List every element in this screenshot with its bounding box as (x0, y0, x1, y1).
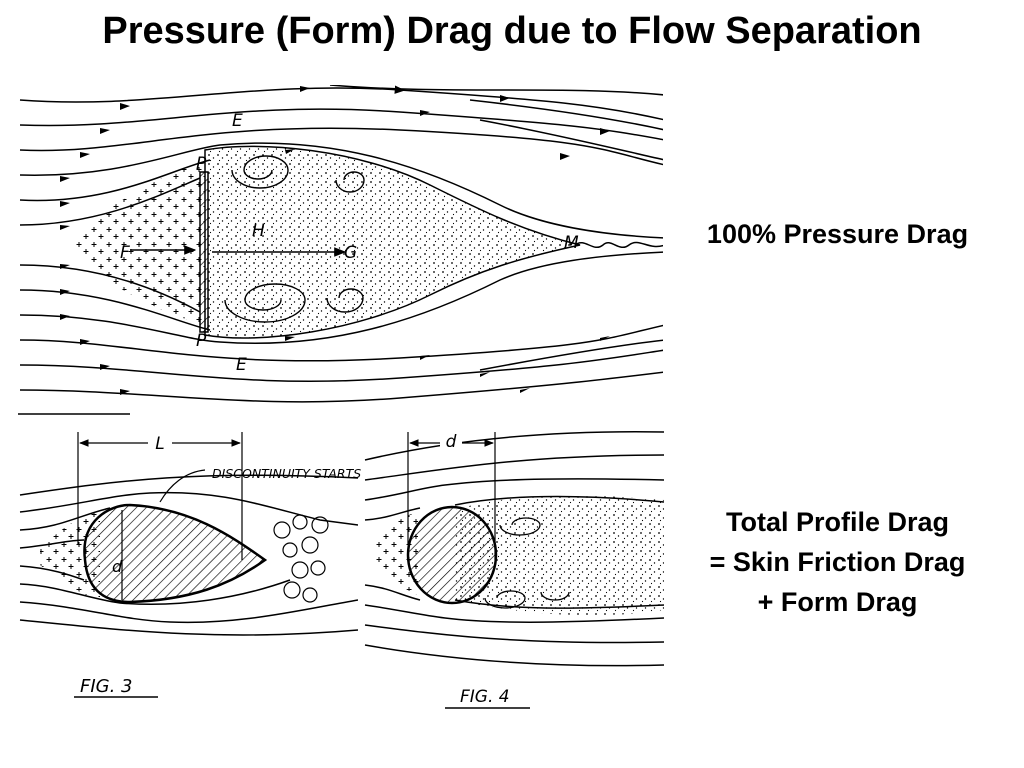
lower-streamlines (19, 251, 663, 403)
fig3-wake-eddies (273, 514, 329, 603)
fig4-streamlines (364, 431, 664, 667)
fig4-dimension-label: d (446, 432, 457, 452)
cylinder (406, 505, 498, 605)
fig3-name: FIG. 3 (80, 676, 133, 697)
label-p-bottom: P (196, 331, 207, 351)
fig4-figure (364, 431, 664, 667)
fig3-figure: d (19, 432, 358, 636)
label-e-top: E (232, 111, 243, 131)
caption-profile-drag: Total Profile Drag = Skin Friction Drag … (670, 502, 1005, 622)
caption-line-2: = Skin Friction Drag (709, 547, 966, 577)
label-h: H (252, 221, 265, 241)
streamlined-body (83, 503, 268, 604)
label-m: M (564, 233, 579, 253)
fig3-streamlines (19, 474, 358, 636)
caption-line-1: Total Profile Drag (725, 507, 950, 537)
caption-pressure-drag: 100% Pressure Drag (706, 219, 969, 249)
label-g: G (344, 243, 357, 263)
label-f: F (120, 243, 130, 263)
wake-tail (574, 241, 663, 248)
slide-title: Pressure (Form) Drag due to Flow Separat… (102, 10, 922, 52)
plate-figure: E P P E F H G M (19, 85, 663, 403)
label-e-bottom: E (236, 355, 247, 375)
fig4-name: FIG. 4 (460, 687, 510, 707)
fig3-stagnation (40, 510, 100, 600)
flow-arrows (60, 86, 610, 395)
fig3-dimension-label: L (155, 434, 164, 454)
caption-line-3: + Form Drag (757, 587, 918, 617)
fig4-vortices (484, 517, 570, 609)
callout-leader (159, 469, 206, 503)
vortices (224, 155, 365, 323)
fig4-wake (455, 495, 664, 616)
stagnation-region (70, 160, 205, 325)
upper-streamlines (19, 85, 663, 239)
callout-discontinuity: DISCONTINUITY STARTS (212, 466, 361, 481)
label-p-top: P (196, 154, 207, 174)
fig4-stagnation (375, 512, 418, 595)
flat-plate (199, 171, 209, 333)
fig3-inner-label: d (112, 557, 123, 576)
